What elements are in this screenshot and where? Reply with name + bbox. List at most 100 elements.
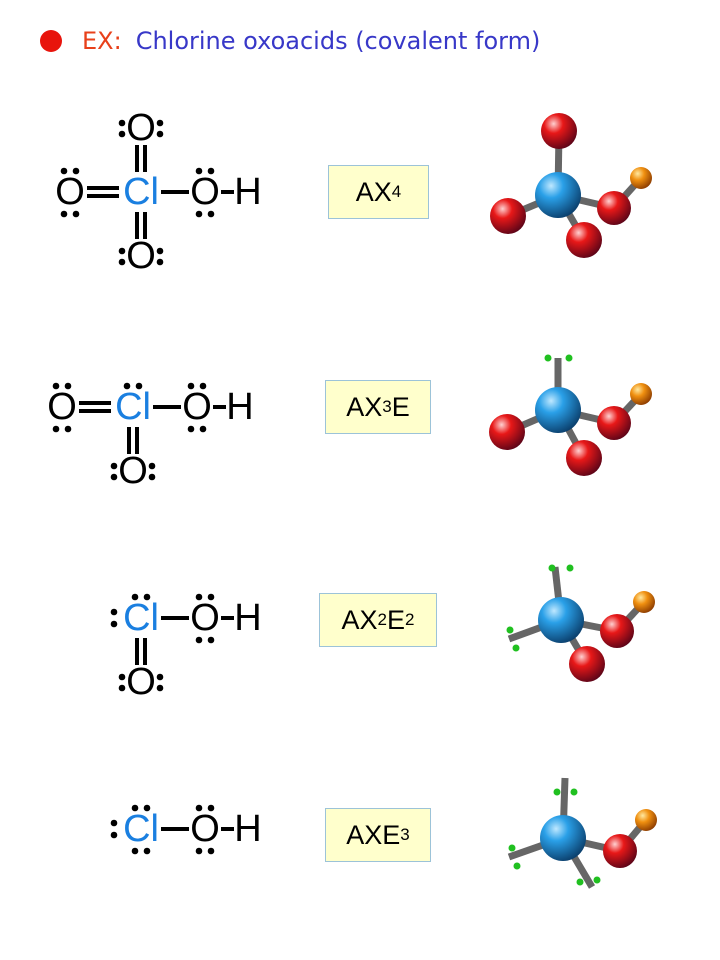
lone-pair-dot (72, 167, 80, 175)
vsepr-text: E (387, 604, 406, 635)
oxygen-ball (490, 198, 526, 234)
lone-pair-dot (131, 593, 139, 601)
lone-pair-dot (508, 844, 516, 852)
lone-pair-dot (195, 210, 203, 218)
bullet-icon (40, 30, 62, 52)
lone-pair-dot (60, 210, 68, 218)
hydrogen-atom: H (234, 171, 261, 213)
lone-pair-dot (52, 425, 60, 433)
chlorine-ball (535, 387, 581, 433)
lone-pair-dot (566, 564, 574, 572)
lone-pair-dot (131, 804, 139, 812)
oxygen-ball (541, 113, 577, 149)
lone-pair-dot (506, 626, 514, 634)
lone-pair-dot (52, 382, 60, 390)
lone-pair-dot (207, 167, 215, 175)
lone-pair-dot (195, 167, 203, 175)
lone-pair-dot (195, 847, 203, 855)
lone-pair-dot (131, 847, 139, 855)
hydrogen-ball (635, 809, 657, 831)
vsepr-text: AX (341, 604, 378, 635)
lone-pair-dot (143, 804, 151, 812)
lone-pair-dot (570, 788, 578, 796)
hydroxyl-oxygen-ball (597, 191, 631, 225)
title-prefix: EX: (82, 27, 122, 55)
vsepr-text: AXE (346, 819, 401, 850)
lone-pair-dot (187, 425, 195, 433)
model-HClO (507, 777, 657, 889)
oxygen-atom: O (126, 107, 156, 149)
hydroxyl-oxygen-ball (597, 406, 631, 440)
lone-pair-dot (64, 425, 72, 433)
lone-pair-dot (148, 473, 156, 481)
lone-pair-dot (110, 620, 118, 628)
hydrogen-ball (633, 591, 655, 613)
hydroxyl-oxygen-ball (603, 834, 637, 868)
chlorine-atom: Cl (123, 597, 159, 639)
oxygen-ball (566, 222, 602, 258)
lone-pair-dot (207, 636, 215, 644)
oxygen-atom: O (118, 450, 148, 492)
chlorine-atom: Cl (123, 171, 159, 213)
lone-pair-dot (156, 684, 164, 692)
lone-pair-dot (110, 819, 118, 827)
oxygen-atom: O (126, 235, 156, 277)
hydrogen-atom: H (234, 808, 261, 850)
lone-pair-dot (199, 382, 207, 390)
chlorine-ball (535, 172, 581, 218)
title-text: Chlorine oxoacids (covalent form) (135, 27, 541, 55)
vsepr-text: AX (355, 176, 392, 207)
lone-pair-dot (187, 382, 195, 390)
lone-pair-dot (156, 119, 164, 127)
lone-pair-dot (143, 593, 151, 601)
lone-pair-dot (207, 593, 215, 601)
lone-pair-dot (64, 382, 72, 390)
oxygen-ball (566, 440, 602, 476)
hydroxyl-oxygen-atom: O (190, 808, 220, 850)
lone-pair-dot (156, 258, 164, 266)
lone-pair-dot (143, 847, 151, 855)
lone-pair-dot (207, 210, 215, 218)
oxygen-ball (489, 414, 525, 450)
lone-pair-dot (72, 210, 80, 218)
chlorine-atom: Cl (115, 386, 151, 428)
lone-pair-dot (110, 473, 118, 481)
hydroxyl-oxygen-atom: O (182, 386, 212, 428)
hydrogen-ball (630, 167, 652, 189)
lone-pair-dot (156, 673, 164, 681)
hydroxyl-oxygen-atom: O (190, 171, 220, 213)
lone-pair-dot (148, 462, 156, 470)
lone-pair-dot (118, 258, 126, 266)
lone-pair-dot (60, 167, 68, 175)
model-HClO2 (506, 564, 655, 682)
chlorine-ball (538, 597, 584, 643)
lone-pair-dot (512, 644, 520, 652)
lone-pair-dot (207, 804, 215, 812)
lone-pair-dot (118, 119, 126, 127)
model-HClO4 (490, 113, 652, 258)
oxygen-atom: O (55, 171, 85, 213)
lone-pair-dot (195, 804, 203, 812)
lone-pair-dot (553, 788, 561, 796)
hydrogen-atom: H (226, 386, 253, 428)
lone-pair-dot (593, 876, 601, 884)
lone-pair-dot (548, 564, 556, 572)
oxygen-atom: O (47, 386, 77, 428)
lone-pair-dot (199, 425, 207, 433)
hydroxyl-oxygen-atom: O (190, 597, 220, 639)
lone-pair-dot (118, 247, 126, 255)
lone-pair-dot (156, 130, 164, 138)
lone-pair-dot (110, 831, 118, 839)
lone-pair-dot (544, 354, 552, 362)
lone-pair-dot (135, 382, 143, 390)
lone-pair-dot (118, 130, 126, 138)
lone-pair-dot (195, 636, 203, 644)
lone-pair-dot (110, 462, 118, 470)
